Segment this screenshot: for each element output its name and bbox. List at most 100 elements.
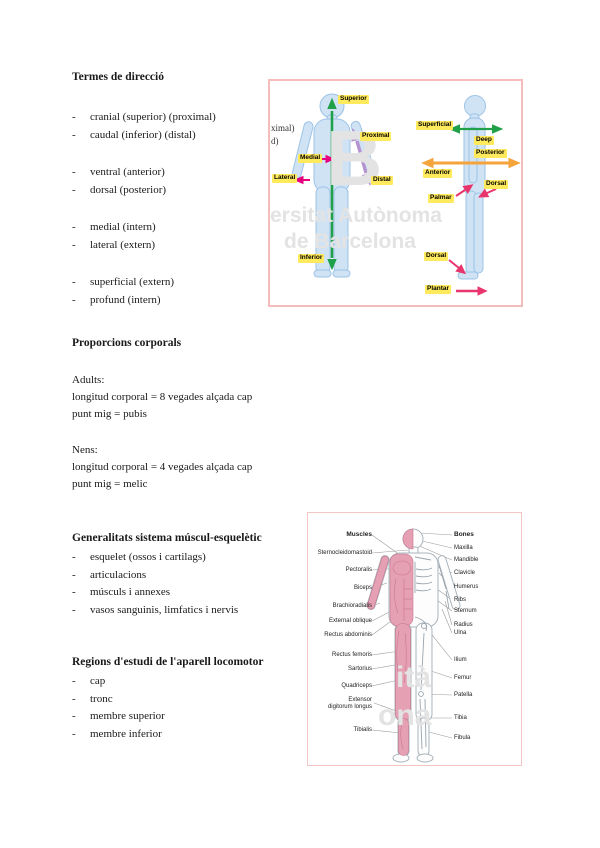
proximal-distal-arrow (351, 128, 372, 186)
list-item-text: membre superior (90, 710, 165, 722)
list-item: -cap (72, 673, 312, 691)
anterior-posterior-arrow (421, 157, 521, 169)
bullet-dash: - (72, 166, 76, 178)
label-superior: Superior (338, 95, 369, 104)
muscles-bones-art (366, 528, 461, 763)
label-external-oblique: External oblique (328, 618, 372, 624)
list-item-text: superficial (extern) (90, 276, 174, 288)
palmar-dorsal-plantar-arrows (448, 184, 497, 296)
termes-group-superficial-profund: - superficial (extern) - profund (intern) (72, 274, 282, 309)
label-medial: Medial (298, 154, 323, 163)
label-femur: Femur (454, 675, 472, 681)
label-bones-title: Bones (454, 531, 474, 538)
bullet-dash: - (72, 293, 76, 306)
muscle-half (367, 528, 414, 756)
side-body-figure (457, 95, 486, 280)
list-item: - músculs i annexes (72, 584, 312, 602)
bone-half (414, 556, 450, 750)
regions-list: -cap -tronc - membre superior - membre inf… (72, 673, 312, 743)
watermark-fragment: ità (396, 661, 432, 694)
heading-generalitats: Generalitats sistema múscul-esquelètic (72, 532, 262, 544)
nens-line-2: punt mig = melic (72, 478, 148, 490)
list-item-text: cranial (superior) (proximal) (90, 111, 216, 123)
list-item: -vasos sanguinis, limfatics i nervis (72, 602, 312, 620)
watermark-fragment: ona (378, 699, 432, 732)
watermark-line-1: ersitat Autònoma (270, 204, 442, 227)
section-generalitats: Generalitats sistema múscul-esquelètic -… (72, 531, 312, 619)
heading-termes: Termes de direcció (72, 71, 164, 83)
superior-inferior-arrow (327, 97, 337, 271)
list-item-text: articulacions (90, 568, 147, 581)
bullet-dash: - (72, 675, 76, 687)
list-item-text: profund (intern) (90, 293, 161, 306)
label-ilium: Ilium (454, 657, 467, 663)
label-muscles-title: Muscles (346, 531, 372, 538)
list-item: -caudal (inferior) (distal) (72, 127, 282, 145)
list-item: -articulacions (72, 567, 312, 585)
list-item: - esquelet (ossos i cartilags) (72, 549, 312, 567)
label-extensor-digitorum-longus: Extensor digitorum longus (327, 697, 372, 710)
label-quadriceps: Quadriceps (341, 683, 372, 689)
label-sternum: Sternum (454, 608, 477, 614)
bullet-dash: - (72, 221, 76, 233)
bullet-dash: - (72, 551, 76, 563)
termes-group-medial-lateral: -medial (intern) - lateral (extern) (72, 219, 282, 254)
label-ribs: Ribs (454, 597, 467, 603)
bullet-dash: - (72, 111, 76, 123)
nens-label: Nens: (72, 444, 98, 456)
bullet-dash: - (72, 238, 76, 251)
list-item: - superficial (extern) (72, 274, 282, 292)
bullet-dash: - (72, 586, 76, 598)
label-deep: Deep (474, 136, 494, 145)
bullet-dash: - (72, 710, 76, 722)
label-rectus-femoris: Rectus femoris (331, 652, 372, 658)
list-item: -ventral (anterior) (72, 164, 282, 182)
label-sartorius: Sartorius (347, 666, 372, 672)
label-clavicle: Clavicle (454, 570, 476, 576)
list-item-text: esquelet (ossos i cartilags) (90, 551, 206, 563)
label-humerus: Humerus (454, 584, 479, 590)
label-dorsal-foot: Dorsal (424, 252, 449, 261)
termes-group-cranial-caudal: - cranial (superior) (proximal) -caudal (… (72, 109, 282, 144)
label-inferior: Inferior (298, 254, 325, 263)
label-ulna: Ulna (454, 630, 467, 636)
list-item-text: caudal (inferior) (distal) (90, 128, 196, 141)
muscles-bones-diagram: ità ona Muscles Sternocleidomastoid Pect… (307, 512, 522, 766)
watermark-uab-letter: B (326, 114, 383, 202)
list-item-text: lateral (extern) (90, 238, 156, 251)
cropped-text-fragment: ximal) (271, 123, 295, 133)
list-item: - membre inferior (72, 726, 312, 744)
label-brachioradialis: Brachioradialis (332, 603, 372, 609)
list-item-text: músculs i annexes (90, 586, 171, 598)
generalitats-list: -esquelet (ossos i cartilags) -articulac… (72, 549, 312, 619)
label-plantar: Plantar (425, 285, 452, 294)
list-item: -tronc (72, 691, 312, 709)
muscle-detail-lines (392, 560, 412, 750)
adults-line-2: punt mig = pubis (72, 408, 147, 420)
superficial-deep-arrow (448, 124, 504, 134)
section-termes: Termes de direcció - cranial (superior) (… (72, 70, 282, 309)
list-item-text: membre inferior (90, 727, 162, 740)
label-patella: Patella (454, 692, 473, 698)
label-sternocleidomastoid: Sternocleidomastoid (317, 550, 372, 556)
section-proporcions: Proporcions corporals Adults: longitud c… (72, 336, 332, 493)
list-item: - profund (intern) (72, 292, 282, 310)
label-maxilla: Maxilla (454, 545, 473, 551)
bullet-dash: - (72, 727, 76, 740)
label-dorsal-hand: Dorsal (484, 180, 509, 189)
bullet-dash: - (72, 276, 76, 288)
bullet-dash: - (72, 183, 76, 196)
label-posterior: Posterior (474, 149, 507, 158)
adults-line-1: longitud corporal = 8 vegades alçada cap (72, 391, 253, 403)
cropped-text-fragment: d) (271, 136, 279, 146)
label-pectoralis: Pectoralis (345, 567, 372, 573)
list-item: -medial (intern) (72, 219, 282, 237)
label-tibia: Tibia (454, 715, 467, 721)
label-biceps: Biceps (353, 585, 372, 591)
nens-block: Nens: longitud corporal = 4 vegades alça… (72, 442, 332, 493)
list-item-text: dorsal (posterior) (90, 183, 167, 196)
label-rectus-abdominis: Rectus abdominis (324, 632, 372, 638)
direction-diagram: B ersitat Autònoma de Barcelona ximal) d… (268, 79, 523, 307)
label-tibialis: Tibialis (353, 727, 372, 733)
heading-proporcions: Proporcions corporals (72, 337, 182, 349)
